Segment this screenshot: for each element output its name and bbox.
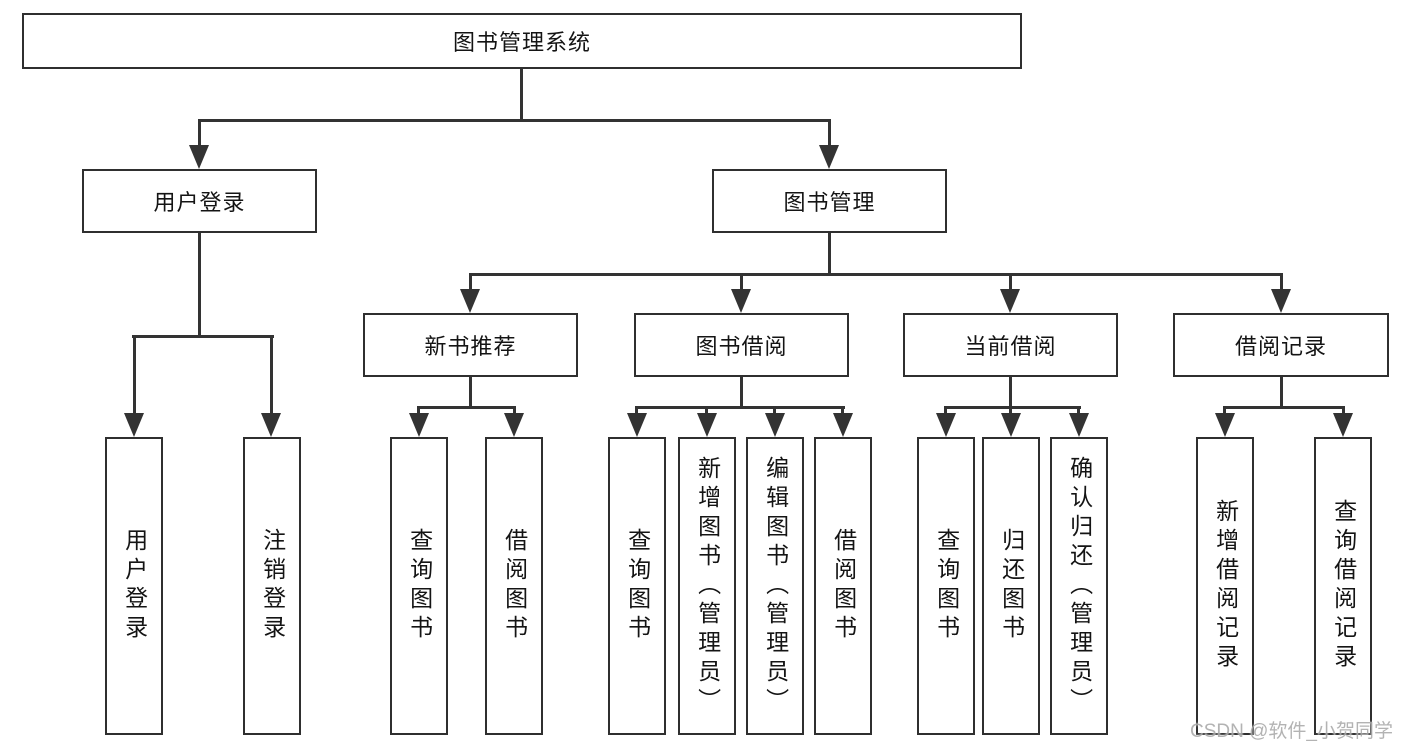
leaf-add-borrow-record-label: 新增借阅记录 <box>1212 499 1239 673</box>
connector-leaf-shaft <box>944 406 947 416</box>
arrow-down-icon <box>189 145 209 169</box>
connector-leaf-shaft <box>513 406 516 416</box>
node-user-login-label: 用户登录 <box>153 190 246 215</box>
leaf-query-books-2: 查询图书 <box>608 437 666 735</box>
arrow-down-icon <box>765 413 785 437</box>
node-current-borrow: 当前借阅 <box>903 313 1118 377</box>
arrow-down-icon <box>833 413 853 437</box>
node-book-borrow: 图书借阅 <box>634 313 849 377</box>
arrow-down-icon <box>1333 413 1353 437</box>
leaf-confirm-return-admin: 确认归还（管理员） <box>1050 437 1108 735</box>
connector-records-horizontal <box>1223 406 1345 409</box>
node-book-management-label: 图书管理 <box>783 190 876 215</box>
leaf-user-login-label: 用户登录 <box>121 528 148 644</box>
connector-records-vertical <box>1280 377 1283 408</box>
connector-leaf-shaft <box>1223 406 1226 416</box>
connector-leaf-shaft <box>417 406 420 416</box>
arrow-down-icon <box>124 413 144 437</box>
connector-leaf-shaft <box>133 335 136 415</box>
leaf-edit-book-admin-label: 编辑图书（管理员） <box>762 455 789 717</box>
leaf-borrow-books-1-label: 借阅图书 <box>501 528 528 644</box>
node-new-book-recommend-label: 新书推荐 <box>424 334 517 359</box>
connector-book-mgmt-vertical <box>828 233 831 275</box>
node-borrow-records: 借阅记录 <box>1173 313 1389 377</box>
arrow-down-icon <box>409 413 429 437</box>
leaf-query-books-3-label: 查询图书 <box>933 528 960 644</box>
connector-leaf-shaft <box>773 406 776 416</box>
connector-book-mgmt-shaft <box>828 119 831 147</box>
leaf-query-books-1-label: 查询图书 <box>406 528 433 644</box>
connector-level3-shaft <box>1009 273 1012 291</box>
connector-leaf-shaft <box>705 406 708 416</box>
leaf-logout-label: 注销登录 <box>259 528 286 644</box>
arrow-down-icon <box>731 289 751 313</box>
connector-level3-shaft <box>469 273 472 291</box>
arrow-down-icon <box>697 413 717 437</box>
connector-level3-shaft <box>740 273 743 291</box>
arrow-down-icon <box>819 145 839 169</box>
leaf-add-book-admin: 新增图书（管理员） <box>678 437 736 735</box>
connector-user-login-horizontal <box>132 335 274 338</box>
arrow-down-icon <box>460 289 480 313</box>
leaf-borrow-books-1: 借阅图书 <box>485 437 543 735</box>
arrow-down-icon <box>1001 413 1021 437</box>
csdn-watermark: CSDN @软件_小贺同学 <box>1190 721 1393 742</box>
node-user-login: 用户登录 <box>82 169 317 233</box>
node-root-label: 图书管理系统 <box>452 30 591 55</box>
connector-leaf-shaft <box>270 335 273 415</box>
leaf-return-book-label: 归还图书 <box>998 528 1025 644</box>
connector-root-horizontal <box>198 119 831 122</box>
arrow-down-icon <box>627 413 647 437</box>
arrow-down-icon <box>936 413 956 437</box>
leaf-query-books-1: 查询图书 <box>390 437 448 735</box>
connector-borrow-horizontal <box>635 406 845 409</box>
arrow-down-icon <box>1215 413 1235 437</box>
node-current-borrow-label: 当前借阅 <box>964 334 1057 359</box>
connector-current-horizontal <box>944 406 1081 409</box>
arrow-down-icon <box>261 413 281 437</box>
connector-user-login-shaft <box>198 119 201 147</box>
leaf-return-book: 归还图书 <box>982 437 1040 735</box>
leaf-query-books-3: 查询图书 <box>917 437 975 735</box>
node-borrow-records-label: 借阅记录 <box>1234 334 1327 359</box>
node-book-borrow-label: 图书借阅 <box>695 334 788 359</box>
connector-leaf-shaft <box>635 406 638 416</box>
connector-leaf-shaft <box>1009 406 1012 416</box>
leaf-query-borrow-record-label: 查询借阅记录 <box>1330 499 1357 673</box>
leaf-edit-book-admin: 编辑图书（管理员） <box>746 437 804 735</box>
leaf-logout: 注销登录 <box>243 437 301 735</box>
connector-root-vertical <box>520 69 523 121</box>
connector-level3-shaft <box>1280 273 1283 291</box>
leaf-user-login: 用户登录 <box>105 437 163 735</box>
leaf-borrow-books-2-label: 借阅图书 <box>830 528 857 644</box>
connector-leaf-shaft <box>1077 406 1080 416</box>
node-new-book-recommend: 新书推荐 <box>363 313 578 377</box>
connector-user-login-vertical <box>198 233 201 335</box>
node-book-management: 图书管理 <box>712 169 947 233</box>
leaf-add-borrow-record: 新增借阅记录 <box>1196 437 1254 735</box>
connector-current-vertical <box>1009 377 1012 408</box>
connector-recommend-horizontal <box>417 406 516 409</box>
leaf-add-book-admin-label: 新增图书（管理员） <box>694 455 721 717</box>
arrow-down-icon <box>504 413 524 437</box>
leaf-confirm-return-admin-label: 确认归还（管理员） <box>1066 455 1093 717</box>
leaf-borrow-books-2: 借阅图书 <box>814 437 872 735</box>
arrow-down-icon <box>1069 413 1089 437</box>
connector-borrow-vertical <box>740 377 743 408</box>
leaf-query-borrow-record: 查询借阅记录 <box>1314 437 1372 735</box>
connector-leaf-shaft <box>1342 406 1345 416</box>
arrow-down-icon <box>1271 289 1291 313</box>
connector-leaf-shaft <box>841 406 844 416</box>
connector-book-mgmt-horizontal <box>469 273 1283 276</box>
leaf-query-books-2-label: 查询图书 <box>624 528 651 644</box>
connector-recommend-vertical <box>469 377 472 408</box>
node-root: 图书管理系统 <box>22 13 1022 69</box>
arrow-down-icon <box>1000 289 1020 313</box>
